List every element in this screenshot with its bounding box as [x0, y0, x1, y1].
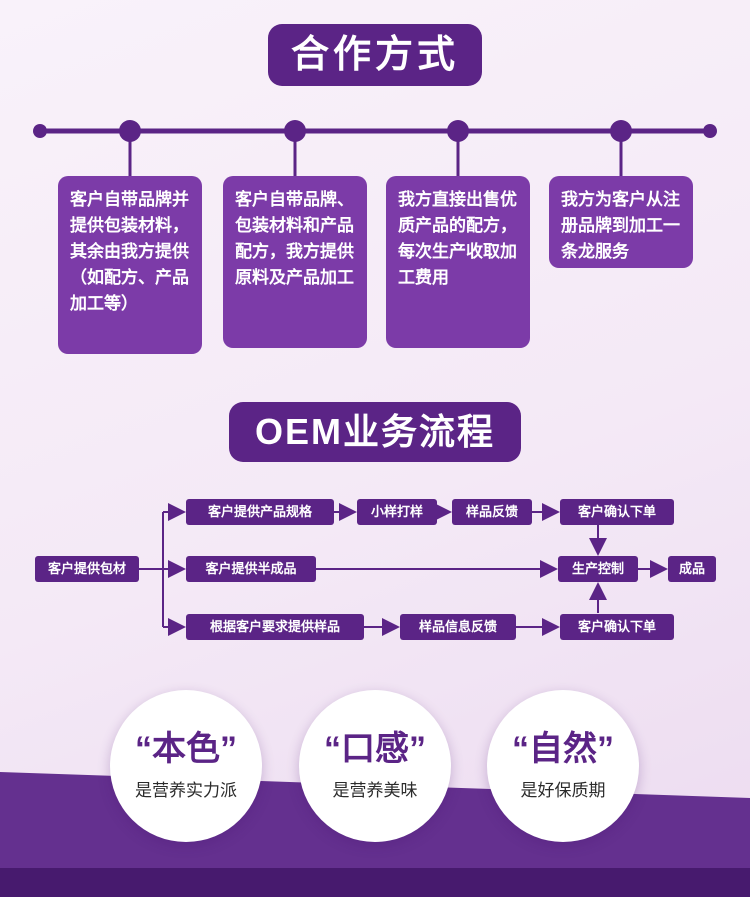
- flow-box-sample-feedback: 样品反馈: [452, 499, 532, 525]
- feature-circle-bense: “本色” 是营养实力派: [110, 690, 262, 842]
- section-title-oem-flow: OEM业务流程: [229, 402, 521, 462]
- flow-box-confirm-order-1: 客户确认下单: [560, 499, 674, 525]
- feature-subtitle: 是营养美味: [332, 781, 418, 801]
- section-title-oem-flow-text: OEM业务流程: [254, 411, 495, 452]
- flow-box-semi-finished: 客户提供半成品: [186, 556, 316, 582]
- feature-circle-kougan: “口感” 是营养美味: [299, 690, 451, 842]
- feature-subtitle: 是好保质期: [520, 781, 606, 801]
- section-title-cooperation-text: 合作方式: [290, 34, 459, 76]
- cooperation-card-1: 客户自带品牌并提供包装材料，其余由我方提供（如配方、产品加工等）: [58, 176, 202, 354]
- feature-circle-ziran: “自然” 是好保质期: [487, 690, 639, 842]
- flow-box-confirm-order-2: 客户确认下单: [560, 614, 674, 640]
- cooperation-card-2: 客户自带品牌、包装材料和产品配方，我方提供原料及产品加工: [223, 176, 367, 348]
- timeline: [33, 120, 717, 182]
- flow-box-custom-sample: 根据客户要求提供样品: [186, 614, 364, 640]
- flow-box-production-ctrl: 生产控制: [558, 556, 638, 582]
- cooperation-card-4: 我方为客户从注册品牌到加工一条龙服务: [549, 176, 693, 268]
- feature-title: “本色”: [135, 729, 237, 768]
- flow-box-sample-proof: 小样打样: [357, 499, 437, 525]
- feature-subtitle: 是营养实力派: [135, 781, 237, 801]
- flow-box-start: 客户提供包材: [35, 556, 139, 582]
- section-title-cooperation: 合作方式: [268, 24, 482, 86]
- flow-box-finished-product: 成品: [668, 556, 716, 582]
- flow-box-product-spec: 客户提供产品规格: [186, 499, 334, 525]
- flow-box-sample-info: 样品信息反馈: [400, 614, 516, 640]
- cooperation-card-3: 我方直接出售优质产品的配方，每次生产收取加工费用: [386, 176, 530, 348]
- feature-title: “口感”: [324, 729, 426, 768]
- feature-title: “自然”: [512, 729, 614, 768]
- footer-bottom-strip: [0, 868, 750, 897]
